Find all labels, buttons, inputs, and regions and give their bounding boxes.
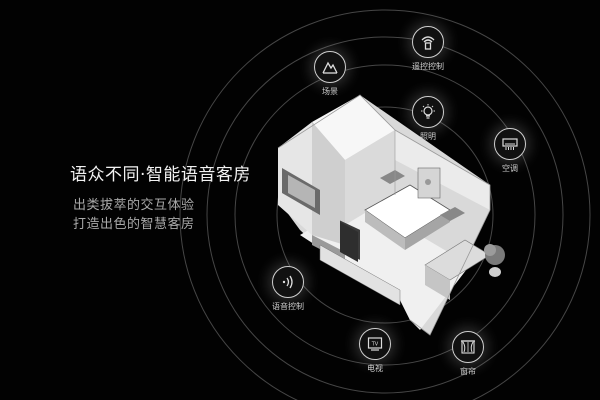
feature-air-conditioner[interactable]: 空调 [480,128,540,174]
feature-scene[interactable]: 场景 [300,51,360,97]
subtitle-line-2: 打造出色的智慧客房 [73,217,195,232]
feature-label: 场景 [322,87,338,96]
light-bulb-icon [412,96,444,128]
feature-label: 电视 [367,364,383,373]
tv-icon-text: TV [371,342,379,348]
feature-label: 窗帘 [460,367,476,376]
feature-remote-control[interactable]: 遥控控制 [398,26,458,72]
mountain-scene-icon [314,51,346,83]
feature-label: 空调 [502,164,518,173]
feature-label: 照明 [420,132,436,141]
tv-icon: TV [359,328,391,360]
feature-lighting[interactable]: 照明 [398,96,458,142]
feature-label: 语音控制 [272,302,304,311]
feature-tv[interactable]: TV 电视 [345,328,405,374]
feature-curtain[interactable]: 窗帘 [438,331,498,377]
feature-voice-control[interactable]: 语音控制 [258,266,318,312]
remote-control-icon [412,26,444,58]
curtain-icon [452,331,484,363]
feature-label: 遥控控制 [412,62,444,71]
voice-control-icon [272,266,304,298]
page-title: 语众不同·智能语音客房 [70,165,251,185]
air-conditioner-icon [494,128,526,160]
subtitle-line-1: 出类拔萃的交互体验 [73,198,195,213]
